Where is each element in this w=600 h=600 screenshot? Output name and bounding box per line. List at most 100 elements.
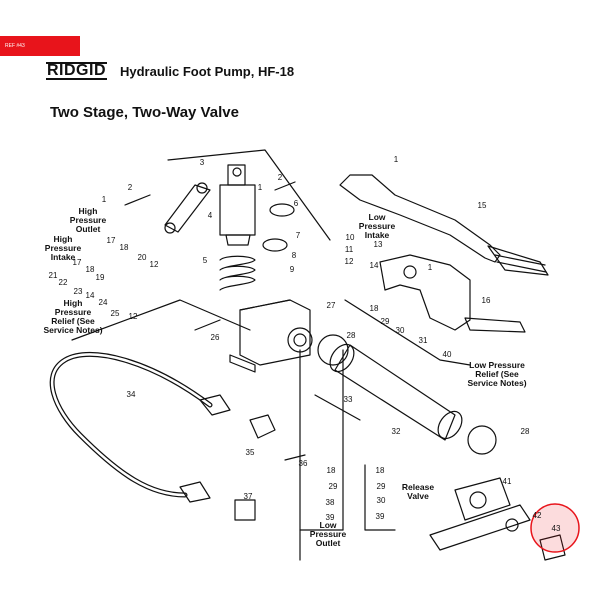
callout-14a: 14 [370,261,379,270]
callout-26: 26 [211,333,220,342]
document-title: Hydraulic Foot Pump, HF-18 [120,64,295,79]
callout-18d: 18 [327,466,336,475]
label-high-pressure-relief-1: High [64,298,83,308]
callout-1b: 1 [258,183,263,192]
callout-38: 38 [326,498,335,507]
coupler [249,414,276,439]
callout-16: 16 [482,296,491,305]
callout-25: 25 [111,309,120,318]
pin-2b [274,181,296,191]
release-knob-43 [539,534,566,561]
pin-36 [284,454,306,461]
callout-20: 20 [138,253,147,262]
callout-2a: 2 [128,183,133,192]
label-low-pressure-relief-3: Service Notes) [467,378,526,388]
callout-23: 23 [74,287,83,296]
label-low-pressure-outlet-2: Pressure [310,529,347,539]
base-block [454,477,511,521]
hose-fitting-top [199,394,231,416]
boundary-line-right [344,299,471,366]
base-plate [429,504,531,551]
brand-logo: RIDGID [46,62,107,80]
callout-17b: 17 [73,258,82,267]
callout-17a: 17 [107,236,116,245]
callout-37: 37 [244,492,253,501]
boundary-line-left [71,299,251,341]
callout-21: 21 [49,271,58,280]
callout-30a: 30 [396,326,405,335]
hydraulic-hose [49,351,213,498]
callout-24: 24 [99,298,108,307]
callout-27: 27 [327,301,336,310]
callout-13: 13 [374,240,383,249]
label-low-pressure-relief-2: Relief (See [475,369,519,379]
callout-34: 34 [127,390,136,399]
label-high-pressure-outlet-1: High [79,206,98,216]
label-high-pressure-intake-3: Intake [51,252,76,262]
callout-36: 36 [299,459,308,468]
label-high-pressure-relief-4: Service Notes) [43,325,102,335]
o-ring [262,238,288,252]
leader-release-valve [364,464,396,531]
label-high-pressure-intake-1: High [54,234,73,244]
washer-42 [505,518,519,532]
callout-18a: 18 [120,243,129,252]
callout-29b: 29 [329,482,338,491]
callout-12b: 12 [150,260,159,269]
label-low-pressure-outlet-1: Low [320,520,337,530]
label-low-pressure-relief-1: Low Pressure [469,360,525,370]
callout-42: 42 [533,511,542,520]
callout-15: 15 [478,201,487,210]
hose-fitting-bottom [179,481,211,503]
callout-28a: 28 [347,331,356,340]
bracket [379,254,471,331]
callout-18b: 18 [86,265,95,274]
link-plate [164,184,211,233]
label-low-pressure-intake-3: Intake [365,230,390,240]
callout-41: 41 [503,477,512,486]
callout-19: 19 [96,273,105,282]
callout-35: 35 [246,448,255,457]
callout-31: 31 [419,336,428,345]
callout-39a: 39 [326,513,335,522]
callout-18e: 18 [376,466,385,475]
callout-39b: 39 [376,512,385,521]
callout-29c: 29 [377,482,386,491]
callout-4: 4 [208,211,213,220]
label-low-pressure-intake-1: Low [369,212,386,222]
label-high-pressure-relief-3: Relief (See [51,316,95,326]
o-ring-28a [317,334,349,366]
section-title: Two Stage, Two-Way Valve [50,104,239,121]
spring [219,255,256,291]
pin-26 [194,319,221,331]
callout-43: 43 [552,524,561,533]
callout-12a: 12 [345,257,354,266]
callout-18c: 18 [370,304,379,313]
label-release-valve-2: Valve [407,491,429,501]
label-high-pressure-relief-2: Pressure [55,307,92,317]
callout-1c: 1 [394,155,399,164]
label-low-pressure-outlet-3: Outlet [316,538,341,548]
boundary-line-top [167,149,331,241]
label-low-pressure-intake-2: Pressure [359,221,396,231]
pedal-lever [339,174,501,263]
piston [219,184,256,236]
callout-22: 22 [59,278,68,287]
callout-28b: 28 [521,427,530,436]
callout-40: 40 [443,350,452,359]
callout-2b: 2 [278,173,283,182]
label-release-valve-1: Release [402,482,434,492]
callout-32: 32 [392,427,401,436]
label-high-pressure-outlet-2: Pressure [70,215,107,225]
callout-30b: 30 [377,496,386,505]
callout-7: 7 [296,231,301,240]
callout-33: 33 [344,395,353,404]
callout-29a: 29 [381,317,390,326]
callout-10: 10 [346,233,355,242]
callout-14b: 14 [86,291,95,300]
label-high-pressure-outlet-3: Outlet [76,224,101,234]
callout-3: 3 [200,158,205,167]
callout-1d: 1 [428,263,433,272]
callout-9: 9 [290,265,295,274]
